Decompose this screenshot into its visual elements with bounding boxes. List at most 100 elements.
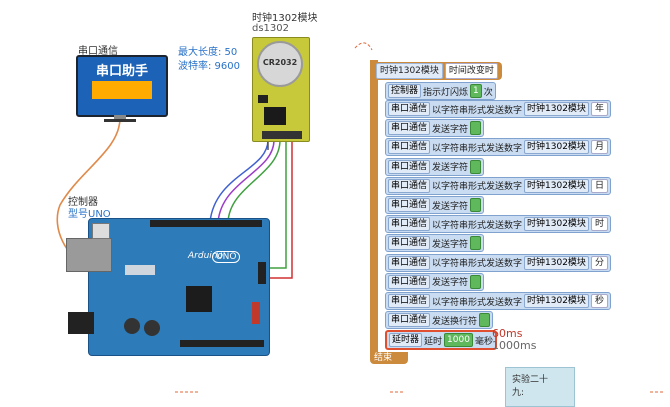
char-input-slot[interactable] [470, 159, 482, 174]
wire-vcc [266, 140, 293, 279]
serial-output-bar [92, 81, 152, 99]
serial-baud-rate: 波特率: 9600 [178, 61, 240, 72]
rtc-field-tag[interactable]: 时钟1302模块 [524, 294, 589, 308]
rtc-model: ds1302 [252, 23, 290, 34]
led-block[interactable]: 控制器 指示灯闪烁 1 次 [385, 82, 496, 100]
serial-action: 发送字符 [432, 278, 469, 289]
char-input-slot[interactable] [470, 274, 482, 289]
serial-block[interactable]: 串口通信发送字符 [385, 234, 485, 253]
serial-module-tag[interactable]: 串口通信 [388, 102, 431, 116]
serial-module-tag[interactable]: 串口通信 [388, 236, 431, 251]
crystal-oscillator [125, 265, 155, 275]
crystal [258, 95, 268, 103]
analog-header [180, 340, 264, 347]
monitor-base [104, 119, 136, 122]
rtc-field-unit[interactable]: 时 [590, 217, 608, 232]
wire-green [227, 139, 281, 223]
serial-module-tag[interactable]: 串口通信 [388, 159, 431, 174]
rtc-field-tag[interactable]: 时钟1302模块 [524, 102, 589, 116]
led-count[interactable]: 1 [470, 84, 482, 98]
board-model: UNO [212, 251, 241, 263]
battery-icon: CR2032 [257, 41, 303, 87]
serial-max-length: 最大长度: 50 [178, 47, 238, 58]
controller-model: 型号UNO [68, 209, 111, 220]
char-input-slot[interactable] [479, 313, 491, 328]
delay-controller[interactable]: 延时器 [389, 333, 423, 347]
rtc-field-tag[interactable]: 时钟1302模块 [524, 217, 589, 232]
hat-module[interactable]: 时钟1302模块 [376, 63, 443, 79]
serial-block[interactable]: 串口通信以字符串形式发送数字时钟1302模块日 [385, 176, 611, 195]
delay-unit: 毫秒 [474, 336, 493, 347]
serial-block[interactable]: 串口通信以字符串形式发送数字时钟1302模块分 [385, 253, 611, 272]
rtc-field-tag[interactable]: 时钟1302模块 [524, 255, 589, 270]
serial-block[interactable]: 串口通信发送字符 [385, 196, 485, 214]
icsp-header [258, 262, 266, 284]
serial-block[interactable]: 串口通信发送字符 [385, 272, 485, 291]
delay-block[interactable]: 延时器 延时 1000 毫秒 [385, 330, 497, 350]
serial-block[interactable]: 串口通信以字符串形式发送数字时钟1302模块时 [385, 215, 611, 234]
serial-module-tag[interactable]: 串口通信 [388, 274, 431, 289]
delay-text: 延时 [424, 336, 443, 347]
serial-block[interactable]: 串口通信以字符串形式发送数字时钟1302模块月 [385, 138, 611, 157]
serial-action: 发送字符 [432, 239, 469, 250]
rtc-field-unit[interactable]: 月 [590, 140, 608, 155]
serial-block[interactable]: 串口通信以字符串形式发送数字时钟1302模块年 [385, 100, 611, 118]
serial-module-tag[interactable]: 串口通信 [388, 294, 431, 308]
usb-port [66, 238, 112, 272]
rtc-field-unit[interactable]: 日 [590, 178, 608, 193]
char-input-slot[interactable] [470, 198, 482, 212]
serial-action: 以字符串形式发送数字 [432, 259, 523, 270]
serial-module-tag[interactable]: 串口通信 [388, 178, 431, 193]
serial-action: 以字符串形式发送数字 [432, 182, 523, 193]
serial-module-tag[interactable]: 串口通信 [388, 217, 431, 232]
delay-value[interactable]: 1000 [444, 333, 473, 347]
wire-blue [209, 139, 269, 223]
led-controller[interactable]: 控制器 [388, 84, 422, 98]
rtc-field-tag[interactable]: 时钟1302模块 [524, 178, 589, 193]
char-input-slot[interactable] [470, 236, 482, 251]
wire-gnd [266, 140, 287, 269]
note-line1: 实验二十 [512, 375, 549, 385]
delay-note-1000: 1000ms [492, 339, 537, 352]
led-indicator [252, 302, 260, 324]
reset-button[interactable] [92, 223, 110, 239]
serial-module-tag[interactable]: 串口通信 [388, 121, 431, 136]
led-text: 指示灯闪烁 [423, 87, 469, 98]
serial-monitor[interactable]: 串口助手 [76, 55, 168, 117]
mcu-chip [186, 286, 212, 312]
rtc-field-unit[interactable]: 秒 [590, 294, 608, 308]
rtc-title: 时钟1302模块 [252, 13, 318, 24]
capacitor-1 [124, 318, 140, 334]
char-input-slot[interactable] [470, 121, 482, 136]
end-block: 结束 [370, 352, 408, 364]
monitor-stand [114, 115, 126, 121]
serial-module-tag[interactable]: 串口通信 [388, 313, 431, 328]
link-arrow [354, 42, 373, 51]
rtc-field-unit[interactable]: 分 [590, 255, 608, 270]
event-block-body [370, 60, 378, 360]
serial-action: 发送字符 [432, 201, 469, 212]
serial-action: 发送换行符 [432, 316, 478, 327]
event-hat-block[interactable]: 时钟1302模块 时间改变时 [372, 62, 502, 80]
serial-module-tag[interactable]: 串口通信 [388, 140, 431, 155]
serial-module-tag[interactable]: 串口通信 [388, 198, 431, 212]
serial-block[interactable]: 串口通信发送字符 [385, 157, 485, 176]
rtc-field-unit[interactable]: 年 [590, 102, 608, 116]
serial-action: 以字符串形式发送数字 [432, 105, 523, 116]
battery-label: CR2032 [262, 58, 298, 67]
note-card: 实验二十 九: [505, 367, 575, 407]
serial-action: 发送字符 [432, 163, 469, 174]
serial-action: 发送字符 [432, 124, 469, 135]
serial-screen-title: 串口助手 [95, 64, 148, 79]
arduino-board[interactable] [88, 218, 270, 356]
serial-action: 以字符串形式发送数字 [432, 143, 523, 154]
serial-block[interactable]: 串口通信以字符串形式发送数字时钟1302模块秒 [385, 292, 611, 310]
serial-block[interactable]: 串口通信发送换行符 [385, 311, 494, 330]
rtc-header-pins [262, 131, 302, 139]
serial-block[interactable]: 串口通信发送字符 [385, 119, 485, 138]
led-unit: 次 [483, 87, 493, 98]
rtc-field-tag[interactable]: 时钟1302模块 [524, 140, 589, 155]
rtc-chip [264, 107, 286, 125]
serial-module-tag[interactable]: 串口通信 [388, 255, 431, 270]
hat-event[interactable]: 时间改变时 [444, 63, 498, 79]
